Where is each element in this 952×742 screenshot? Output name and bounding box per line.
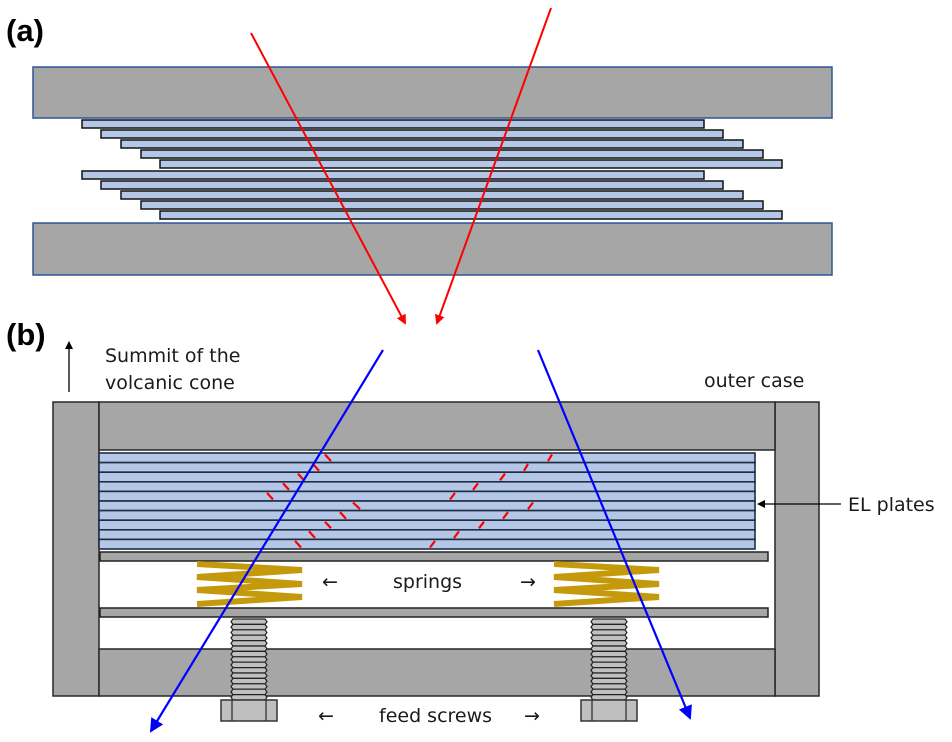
springs-arrow-right: → [520,571,536,593]
case-left-wall [53,402,99,696]
case-bottom-bar [99,649,775,696]
screw-thread [231,651,267,656]
screw-thread [231,630,267,635]
case-right-wall [775,402,819,696]
screw-thread [231,684,267,689]
screw-thread [231,624,267,629]
el-plate [141,201,763,209]
summit-label-line2: volcanic cone [105,372,235,394]
case-top-bar [99,402,775,450]
pressure-plate-upper [100,552,768,561]
screw-thread [231,619,267,624]
el-plate [99,501,755,511]
hex-nut [581,700,637,721]
el-plate [99,530,755,540]
screw-thread [231,646,267,651]
screw-thread [231,657,267,662]
springs-label: springs [393,571,462,593]
el-plate [99,511,755,521]
screw-thread [591,630,627,635]
el-plate [121,191,743,199]
screw-thread [591,635,627,640]
screw-thread [591,673,627,678]
screw-thread [231,635,267,640]
el-plate-stack-a [82,120,782,219]
el-plate [82,171,704,179]
el-plates-label: EL plates [848,494,935,516]
feed-screws-arrow-left: ← [318,705,334,727]
screw-thread [231,668,267,673]
el-plate [99,491,755,501]
el-plate [99,453,755,463]
el-plate [99,463,755,473]
panel-a-label: (a) [6,13,44,48]
el-plate [99,520,755,530]
screw-thread [591,695,627,700]
feed-screws-label: feed screws [379,705,492,727]
spring-right [554,564,659,604]
el-plate-stack-b [99,453,755,549]
screw-thread [231,673,267,678]
screw-thread [591,641,627,646]
screw-thread [231,689,267,694]
feed-screws-arrow-right: → [524,705,540,727]
screw-thread [231,678,267,683]
el-plate [101,130,723,138]
screw-thread [591,689,627,694]
screw-thread [591,678,627,683]
screw-thread [591,651,627,656]
springs-arrow-left: ← [322,571,338,593]
outer-case-label: outer case [704,370,804,392]
screw-thread [591,662,627,667]
el-plate [99,472,755,482]
el-plate [99,482,755,492]
hex-nut [221,700,277,721]
el-plate [101,181,723,189]
el-plate [160,160,782,168]
el-plate [141,150,763,158]
screw-thread [591,646,627,651]
bottom-block [33,223,832,275]
pressure-plate-lower [100,608,768,617]
el-plate [82,120,704,128]
screw-thread [591,684,627,689]
screw-thread [591,624,627,629]
el-plates-leader-arrowhead [757,500,765,508]
summit-label-line1: Summit of the [105,345,240,367]
top-block [33,67,832,118]
screw-thread [591,657,627,662]
screw-thread [591,619,627,624]
screw-thread [231,662,267,667]
panel-b-label: (b) [6,317,46,352]
screw-thread [231,641,267,646]
screw-thread [591,668,627,673]
el-plate [160,211,782,219]
el-plate [121,140,743,148]
el-plate [99,539,755,549]
screw-thread [231,695,267,700]
